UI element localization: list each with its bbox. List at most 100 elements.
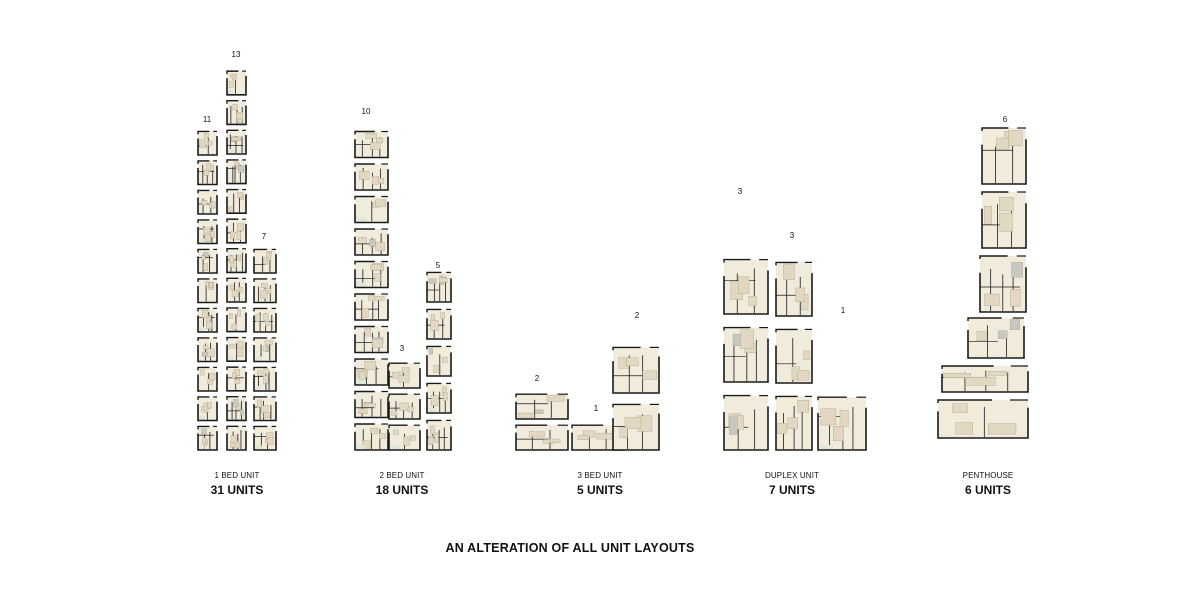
floor-plan-unit (226, 396, 247, 422)
floor-plan-unit (388, 393, 421, 420)
floor-plan-unit (775, 261, 813, 317)
floor-plan-unit (253, 278, 277, 304)
floor-plan-unit (723, 394, 769, 451)
floor-plan-unit (197, 219, 218, 245)
floor-plan-unit (426, 345, 452, 377)
floor-plan-unit (253, 248, 277, 274)
floor-plan-unit (226, 248, 247, 274)
floor-plan-unit (979, 255, 1027, 313)
category-units: 18 UNITS (375, 483, 429, 497)
floor-plan-unit (197, 396, 218, 422)
floor-plan-unit (515, 393, 569, 420)
floor-plan-unit (426, 271, 452, 303)
floor-plan-unit (612, 403, 660, 451)
floor-plan-unit (253, 396, 277, 422)
floor-plan-unit (226, 366, 247, 392)
category-label: 1 BED UNIT (214, 471, 260, 480)
floor-plan-unit (354, 228, 389, 256)
stack-count-2bed-a: 10 (361, 107, 371, 116)
floor-plan-stack (612, 346, 660, 451)
stack-count-duplex-a: 3 (737, 187, 743, 196)
floor-plan-unit (723, 326, 769, 383)
floor-plan-stack (197, 130, 218, 451)
category-penthouse: PENTHOUSE 6 UNITS (963, 471, 1014, 497)
floor-plan-unit (226, 129, 247, 155)
floor-plan-unit (253, 337, 277, 363)
category-units: 31 UNITS (210, 483, 264, 497)
floor-plan-unit (226, 70, 247, 96)
floor-plan-unit (723, 258, 769, 315)
floor-plan-unit (354, 130, 389, 159)
stack-count-duplex-b: 3 (789, 231, 795, 240)
floor-plan-unit (426, 419, 452, 451)
category-1bed: 1 BED UNIT 31 UNITS (211, 471, 264, 497)
stack-count-3bed-c: 2 (634, 311, 640, 320)
floor-plan-unit (226, 307, 247, 333)
stack-count-2bed-b: 3 (399, 344, 405, 353)
floor-plan-unit (354, 423, 389, 451)
floor-plan-unit (354, 293, 389, 321)
floor-plan-unit (388, 362, 421, 389)
floor-plan-unit (253, 425, 277, 451)
floor-plan-unit (197, 189, 218, 215)
floor-plan-unit (253, 307, 277, 333)
floor-plan-unit (426, 308, 452, 340)
floor-plan-unit (197, 307, 218, 333)
stack-count-2bed-c: 5 (435, 261, 441, 270)
floor-plan-unit (226, 277, 247, 303)
floor-plan-stack (515, 393, 569, 451)
floor-plan-stack (937, 127, 1029, 439)
floor-plan-unit (197, 425, 218, 451)
floor-plan-stack (354, 130, 389, 451)
stack-count-penthouse: 6 (1002, 115, 1008, 124)
floor-plan-unit (941, 365, 1029, 393)
floor-plan-unit (197, 130, 218, 156)
category-duplex: DUPLEX UNIT 7 UNITS (765, 471, 819, 497)
stack-count-3bed-a: 2 (534, 374, 540, 383)
floor-plan-unit (354, 325, 389, 354)
floor-plan-unit (817, 396, 867, 451)
floor-plan-unit (388, 424, 421, 451)
floor-plan-unit (197, 366, 218, 392)
stack-count-1bed-b: 13 (231, 50, 241, 59)
floor-plan-unit (981, 191, 1027, 249)
floor-plan-unit (226, 336, 247, 362)
category-label: DUPLEX UNIT (765, 471, 819, 480)
category-label: 3 BED UNIT (577, 471, 623, 480)
floor-plan-unit (226, 425, 247, 451)
floor-plan-unit (354, 260, 389, 289)
floor-plan-stack (226, 70, 247, 451)
floor-plan-unit (612, 346, 660, 394)
floor-plan-stack (723, 258, 769, 451)
stack-count-duplex-c: 1 (840, 306, 846, 315)
category-units: 6 UNITS (964, 483, 1011, 497)
floor-plan-unit (515, 424, 569, 451)
floor-plan-unit (354, 358, 389, 386)
stack-count-1bed-c: 7 (261, 232, 267, 241)
category-3bed: 3 BED UNIT 5 UNITS (577, 471, 623, 497)
floor-plan-stack (253, 248, 277, 451)
floor-plan-stack (426, 271, 452, 451)
floor-plan-unit (775, 395, 813, 451)
floor-plan-unit (197, 160, 218, 186)
floor-plan-unit (197, 337, 218, 363)
floor-plan-unit (197, 278, 218, 304)
floor-plan-stack (388, 362, 421, 451)
stack-count-3bed-b: 1 (593, 404, 599, 413)
floor-plan-unit (226, 188, 247, 214)
floor-plan-unit (937, 399, 1029, 439)
floor-plan-unit (354, 390, 389, 419)
category-label: PENTHOUSE (962, 471, 1014, 480)
floor-plan-unit (981, 127, 1027, 185)
floor-plan-unit (226, 159, 247, 185)
floor-plan-stack (817, 396, 867, 451)
floor-plan-unit (426, 382, 452, 414)
floor-plan-unit (253, 366, 277, 392)
floor-plan-unit (967, 317, 1025, 359)
floor-plan-unit (226, 218, 247, 244)
diagram-caption: AN ALTERATION OF ALL UNIT LAYOUTS (445, 541, 695, 555)
category-label: 2 BED UNIT (379, 471, 425, 480)
floor-plan-unit (226, 100, 247, 126)
